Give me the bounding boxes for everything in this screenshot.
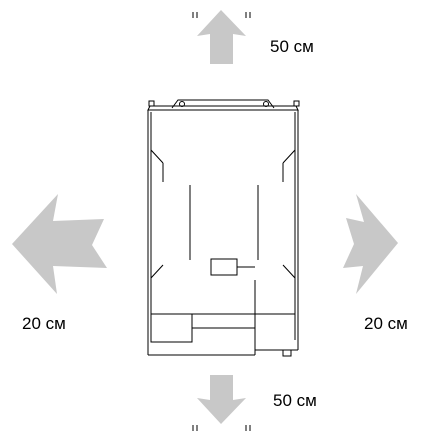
clearance-right-label: 20 см	[364, 314, 408, 333]
clearance-arrow-right	[343, 194, 398, 294]
clearance-arrow-top	[192, 10, 251, 64]
device-outline	[147, 99, 300, 357]
clearance-top-label: 50 см	[270, 37, 314, 56]
clearance-left-label: 20 см	[22, 314, 66, 333]
clearance-arrow-bottom	[192, 375, 251, 431]
clearance-arrow-left	[12, 194, 107, 294]
clearance-bottom-label: 50 см	[273, 391, 317, 410]
